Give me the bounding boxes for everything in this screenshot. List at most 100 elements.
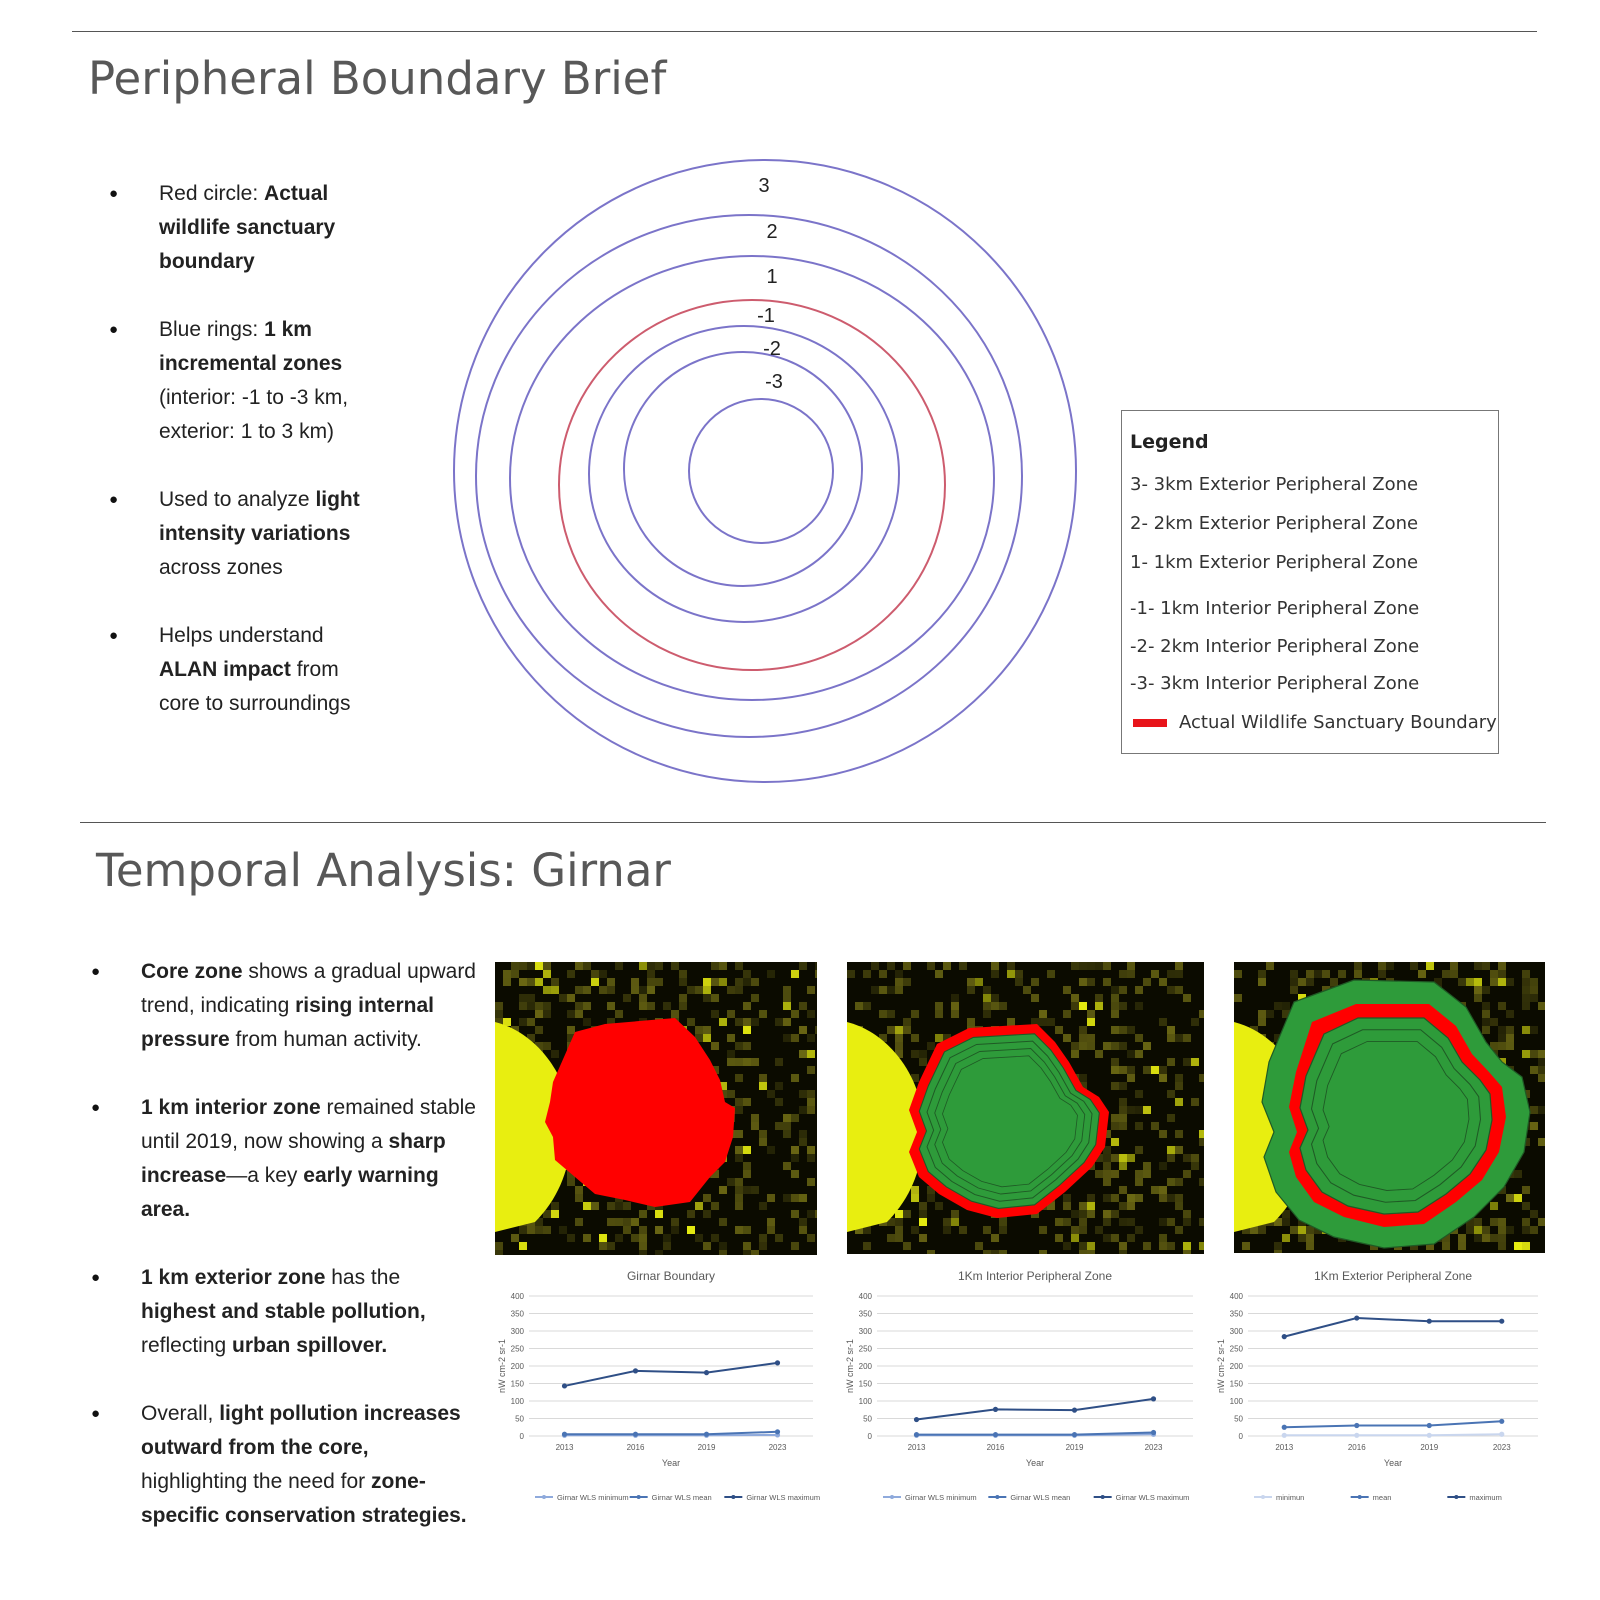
data-point	[1426, 1432, 1432, 1438]
bullet-item: Blue rings: 1 km incremental zones (inte…	[109, 313, 369, 449]
legend-label: Girnar WLS mean	[1010, 1493, 1070, 1502]
data-point	[561, 1383, 568, 1389]
y-tick-label: 250	[1230, 1345, 1244, 1354]
data-point	[1281, 1334, 1287, 1340]
legend-label: Girnar WLS mean	[652, 1493, 712, 1502]
chart-title: 1Km Exterior Peripheral Zone	[1314, 1269, 1472, 1283]
x-tick-label: 2023	[1493, 1443, 1511, 1452]
map-girnar-boundary	[495, 962, 817, 1255]
ring-label: 1	[766, 266, 777, 288]
y-axis-label: nW cm-2 sr-1	[497, 1339, 507, 1393]
data-point	[992, 1406, 999, 1412]
x-axis-label: Year	[662, 1458, 680, 1468]
bullet-text: Red circle:	[159, 182, 265, 205]
y-tick-label: 0	[868, 1432, 873, 1441]
y-tick-label: 50	[1234, 1415, 1243, 1424]
x-axis-label: Year	[1026, 1458, 1044, 1468]
legend-marker	[1100, 1495, 1105, 1499]
interior-zone-ring	[942, 1055, 1078, 1188]
bullet-item: Overall, light pollution increases outwa…	[91, 1397, 476, 1533]
data-point	[1499, 1418, 1505, 1424]
legend-boundary-label: Actual Wildlife Sanctuary Boundary	[1179, 712, 1497, 733]
series-line	[564, 1361, 778, 1387]
section2-title: Temporal Analysis: Girnar	[96, 844, 671, 897]
legend-label: mean	[1373, 1493, 1392, 1502]
interior-zone-ring	[1322, 1041, 1470, 1191]
data-point	[1281, 1432, 1287, 1438]
bullet-text: has the	[325, 1266, 401, 1289]
legend-label: minimun	[1276, 1493, 1304, 1502]
bullet-text: reflecting	[141, 1334, 233, 1357]
y-tick-label: 200	[511, 1362, 525, 1371]
data-point	[632, 1368, 639, 1374]
legend-box: Legend 3- 3km Exterior Peripheral Zone 2…	[1121, 410, 1499, 754]
bullet-text: urban spillover.	[232, 1334, 388, 1357]
legend-marker	[995, 1495, 1000, 1499]
bullet-text: from human activity.	[229, 1028, 422, 1051]
legend-item: -3- 3km Interior Peripheral Zone	[1130, 673, 1420, 694]
bullet-item: 1 km interior zone remained stable until…	[91, 1091, 476, 1227]
bullet-text: ALAN impact	[159, 658, 291, 681]
legend-label: Girnar WLS minimum	[905, 1493, 977, 1502]
bullet-item: Red circle: Actual wildlife sanctuary bo…	[109, 177, 369, 279]
ring-label: -1	[757, 305, 775, 327]
data-point	[632, 1431, 639, 1437]
x-tick-label: 2019	[1420, 1443, 1438, 1452]
bullet-text: Blue rings:	[159, 318, 265, 341]
chart-exterior-zone: 1Km Exterior Peripheral Zone050100150200…	[1216, 1269, 1538, 1502]
bullet-text: light pollution increases outward from t…	[141, 1402, 461, 1459]
legend-item-boundary: Actual Wildlife Sanctuary Boundary	[1130, 712, 1497, 733]
y-tick-label: 0	[1239, 1432, 1244, 1441]
bullet-item: Helps understand ALAN impact from core t…	[109, 619, 369, 721]
section1-bullet-list: Red circle: Actual wildlife sanctuary bo…	[109, 177, 369, 721]
section2-bullet-list: Core zone shows a gradual upward trend, …	[91, 955, 476, 1533]
bullet-text: rising internal pressure	[141, 994, 434, 1051]
data-point	[1426, 1318, 1432, 1324]
middle-divider	[80, 822, 1546, 823]
x-tick-label: 2013	[1275, 1443, 1293, 1452]
y-tick-label: 350	[859, 1310, 873, 1319]
bullet-text: 1 km interior zone	[141, 1096, 321, 1119]
y-tick-label: 100	[1230, 1397, 1244, 1406]
bullet-text: sharp increase	[141, 1130, 446, 1187]
bullet-text: highlighting the need for	[141, 1470, 372, 1493]
y-tick-label: 150	[1230, 1380, 1244, 1389]
y-tick-label: 150	[511, 1380, 525, 1389]
data-point	[774, 1429, 781, 1435]
bullet-text: Core zone	[141, 960, 243, 983]
y-tick-label: 250	[859, 1345, 873, 1354]
x-tick-label: 2019	[1066, 1443, 1084, 1452]
bullet-text: across zones	[159, 556, 283, 579]
legend-label: maximum	[1469, 1493, 1502, 1502]
y-tick-label: 0	[520, 1432, 525, 1441]
sanctuary-boundary-shape	[545, 1018, 735, 1207]
x-tick-label: 2016	[1348, 1443, 1366, 1452]
ring-label: 2	[766, 221, 777, 243]
series-line	[1284, 1317, 1502, 1338]
legend-marker	[731, 1495, 736, 1499]
y-tick-label: 200	[859, 1362, 873, 1371]
map-exterior-zones	[1234, 962, 1545, 1253]
y-tick-label: 300	[511, 1327, 525, 1336]
data-point	[1354, 1432, 1360, 1438]
zone-ring	[588, 325, 900, 623]
legend-marker	[1261, 1495, 1265, 1499]
zone-ring	[509, 255, 995, 701]
legend-marker	[1454, 1495, 1459, 1499]
bullet-text: 1 km exterior zone	[141, 1266, 326, 1289]
chart-girnar-boundary: Girnar Boundary0501001502002503003504002…	[497, 1269, 820, 1502]
data-point	[1071, 1407, 1078, 1413]
data-point	[1150, 1396, 1157, 1402]
bullet-text: (interior: -1 to -3 km, exterior: 1 to 3…	[159, 386, 349, 443]
chart-title: Girnar Boundary	[627, 1269, 715, 1283]
bullet-text: highest and stable pollution,	[141, 1300, 426, 1323]
y-tick-label: 150	[859, 1380, 873, 1389]
x-tick-label: 2013	[908, 1443, 926, 1452]
x-tick-label: 2023	[769, 1443, 787, 1452]
series-line	[564, 1430, 778, 1436]
legend-label: Girnar WLS maximum	[1116, 1493, 1190, 1502]
bullet-text: from core to surroundings	[159, 658, 351, 715]
legend-boundary-swatch	[1133, 719, 1167, 727]
interior-zone-ring	[1299, 1017, 1493, 1215]
bullet-text: Helps understand	[159, 624, 324, 647]
